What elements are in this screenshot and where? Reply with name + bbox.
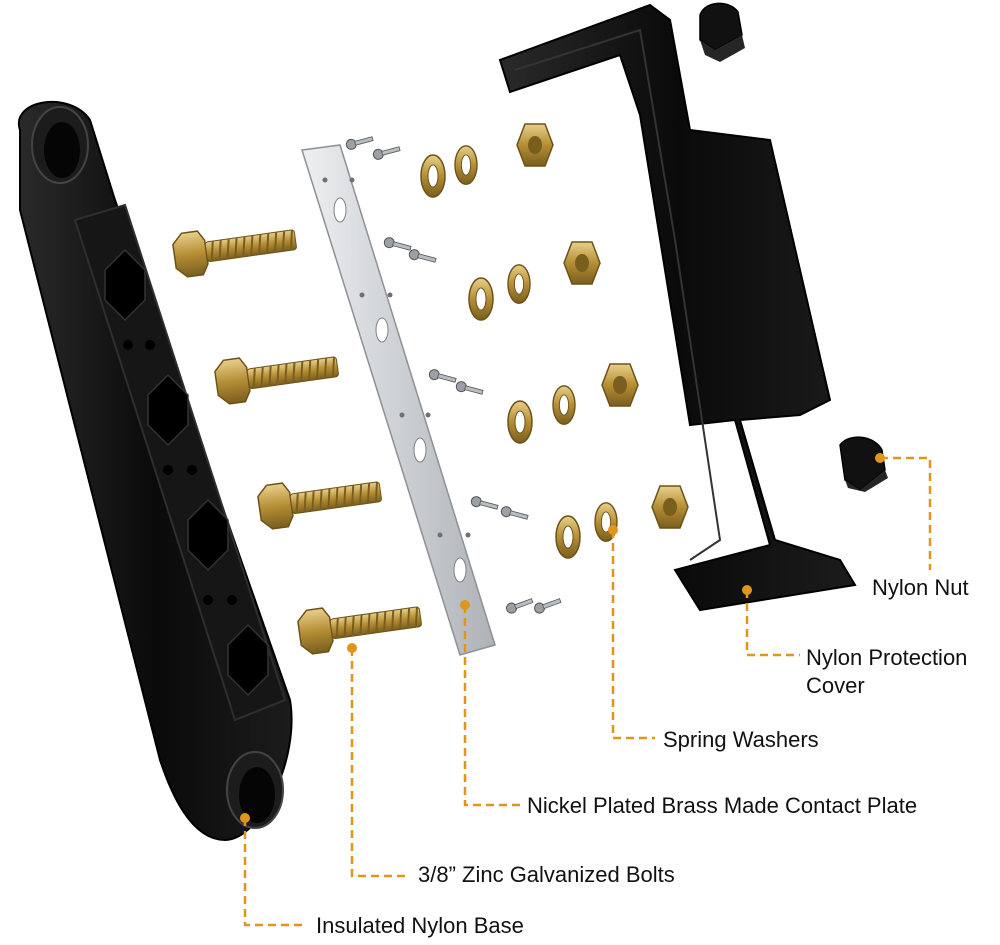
nylon-protection-cover [498, 3, 857, 612]
screw-icon [407, 248, 438, 266]
acorn-nut-icon [699, 2, 745, 62]
label-nylon-protection-cover: Nylon Protection Cover [806, 645, 968, 698]
label-nylon-nut: Nylon Nut [872, 575, 969, 600]
hex-bolt-icon [212, 343, 342, 407]
washer-icon [552, 385, 576, 425]
leader-contact-plate [463, 605, 520, 807]
screw-icon [532, 595, 563, 615]
hex-bolt-icon [295, 593, 425, 657]
washer-icon [454, 145, 478, 185]
leader-lines [243, 456, 932, 927]
acorn-nuts [699, 2, 888, 492]
acorn-nut-icon [839, 436, 888, 492]
hex-nut-icon [601, 363, 639, 407]
hex-bolt-icon [170, 216, 300, 280]
nylon-base [17, 100, 293, 842]
leader-spring-washers [611, 530, 655, 740]
washer-icon [507, 400, 533, 444]
leader-bolts [350, 648, 410, 878]
hex-nut-icon [516, 123, 554, 167]
leader-nylon-cover [745, 590, 800, 657]
leader-dots [240, 453, 885, 823]
screw-icon [469, 495, 500, 513]
screw-icon [371, 143, 402, 161]
screw-icon [499, 505, 530, 523]
hex-bolt-icon [255, 468, 385, 532]
washer-icon [507, 264, 531, 304]
leader-base [243, 818, 305, 927]
leader-nylon-nut [880, 456, 932, 570]
label-spring-washers: Spring Washers [663, 727, 819, 752]
washer-icon [555, 515, 581, 559]
screw-icon [382, 236, 413, 254]
hex-nut-icon [563, 241, 601, 285]
screw-icon [454, 380, 485, 398]
washer-icon [468, 277, 494, 321]
label-insulated-nylon-base: Insulated Nylon Base [316, 913, 524, 938]
washer-icon [420, 154, 446, 198]
hex-nut-icon [651, 485, 689, 529]
screw-icon [427, 368, 458, 386]
contact-plate [301, 144, 496, 656]
screw-icon [504, 595, 535, 615]
label-bolts: 3/8” Zinc Galvanized Bolts [418, 862, 675, 887]
screw-icon [344, 133, 375, 151]
washers-nuts-group [420, 123, 689, 559]
label-contact-plate: Nickel Plated Brass Made Contact Plate [527, 793, 918, 818]
